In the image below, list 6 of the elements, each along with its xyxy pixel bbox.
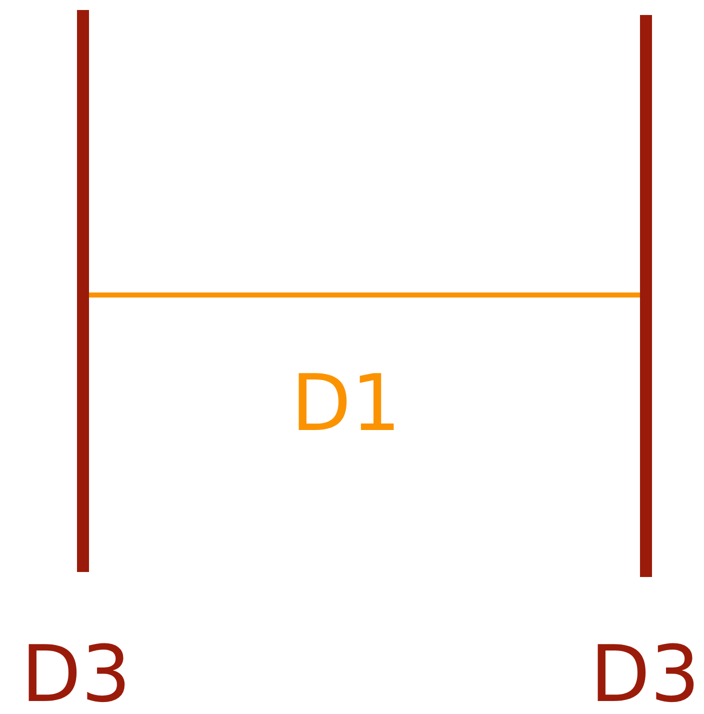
vertical-bar bbox=[640, 15, 652, 577]
edge-label: D1 bbox=[291, 365, 401, 443]
vertical-bar bbox=[77, 10, 89, 572]
horizontal-line bbox=[89, 292, 640, 298]
bar-label: D3 bbox=[21, 636, 131, 714]
bar-label: D3 bbox=[590, 636, 700, 714]
